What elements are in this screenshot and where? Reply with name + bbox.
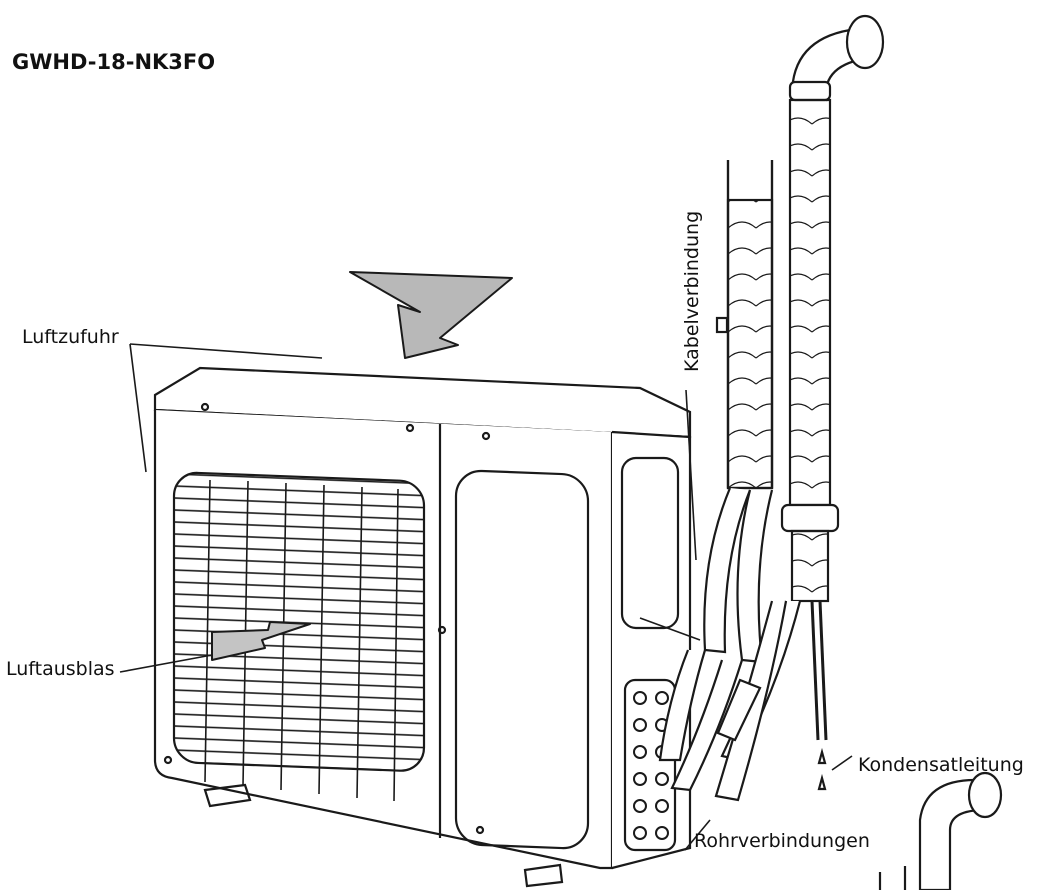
leader-lines <box>119 343 853 851</box>
air-intake-label: Luftzufuhr <box>22 326 119 348</box>
model-number: GWHD-18-NK3FO <box>12 50 216 74</box>
outdoor-unit <box>153 366 692 888</box>
cable-connection-label: Kabelverbindung <box>681 210 703 372</box>
air-intake-arrow <box>349 271 513 359</box>
pipe-connections-label: Rohrverbindungen <box>694 830 870 852</box>
pipe-bundle-left <box>658 160 774 792</box>
condensate-line-label: Kondensatleitung <box>858 754 1024 776</box>
air-outlet-arrow <box>211 621 311 661</box>
pipe-elbow-small <box>878 771 1003 892</box>
pipe-right <box>714 14 885 802</box>
air-outlet-label: Luftausblas <box>6 658 115 680</box>
